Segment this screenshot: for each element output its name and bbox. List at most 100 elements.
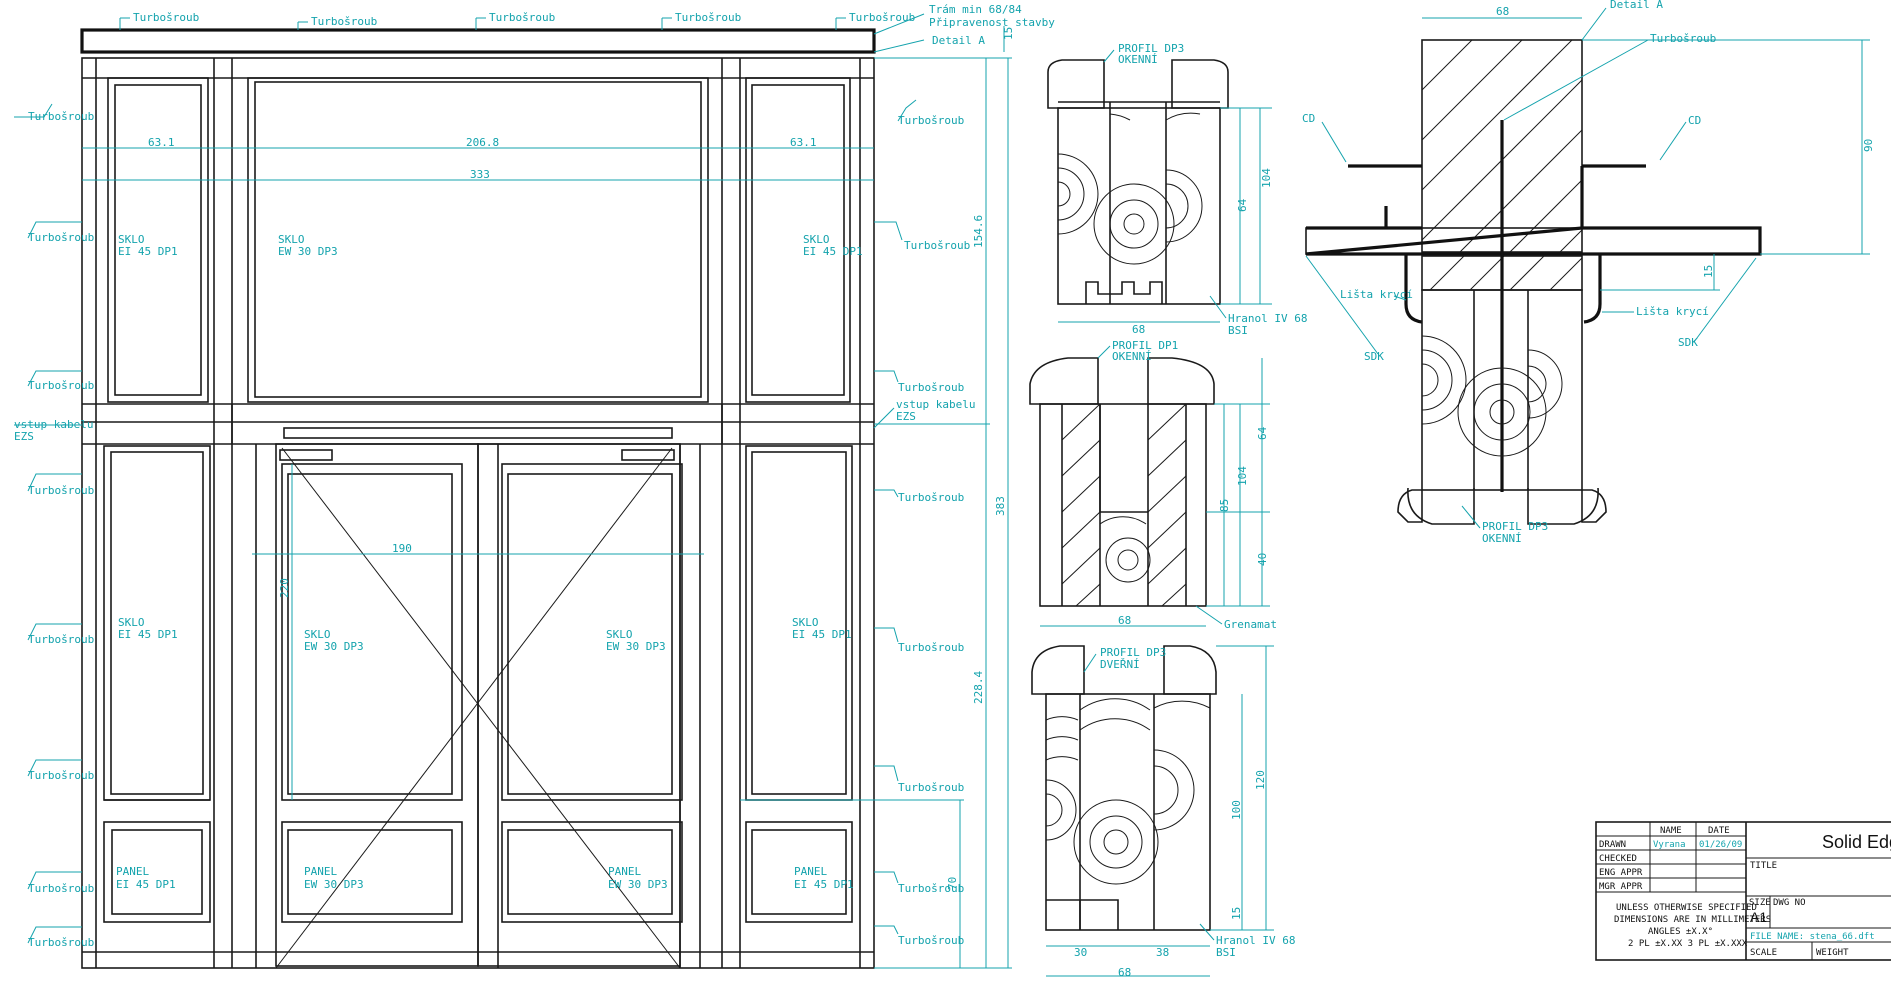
p3-dim-100: 100 [1230, 800, 1243, 820]
dim-15-top: 15 [1002, 27, 1015, 40]
detail-a-texts: 68 90 15 Detail A Turbošroub CD CD Lišta… [1302, 0, 1875, 545]
label-turbosroub-2: Turbošroub [311, 15, 377, 28]
label-sklo-lr-sub: EI 45 DP1 [792, 628, 852, 641]
dt-label-profil: PROFIL DP3 [1482, 520, 1548, 533]
tb-dwg-lbl: DWG NO [1773, 898, 1806, 908]
outer-frame [81, 57, 875, 969]
title-block [1595, 821, 1891, 961]
label-turbosroub-r5: Turbošroub [898, 641, 964, 654]
p3-label-dverni: DVEŘNÍ [1100, 658, 1140, 671]
label-turbosroub-3: Turbošroub [489, 11, 555, 24]
tb-name-hdr: NAME [1660, 826, 1682, 836]
label-turbosroub-r7: Turbošroub [898, 882, 964, 895]
label-turbosroub-r3: Turbošroub [898, 381, 964, 394]
label-turbosroub-l5: Turbošroub [28, 633, 94, 646]
front-elevation [80, 28, 876, 969]
label-sklo-lr: SKLO [792, 616, 819, 629]
tb-drawn: DRAWN [1599, 840, 1626, 850]
dim-631-right: 63.1 [790, 136, 817, 149]
p3-label-bsi: BSI [1216, 946, 1236, 959]
tb-weight-lbl: WEIGHT [1816, 948, 1849, 958]
dt-label-cd-left: CD [1302, 112, 1315, 125]
p3-dim-120: 120 [1254, 770, 1267, 790]
label-sklo-uc: SKLO [278, 233, 305, 246]
dt-label-okenni: OKENNÍ [1482, 532, 1522, 545]
p2-dim-64: 64 [1256, 426, 1269, 440]
dim-333: 333 [470, 168, 490, 181]
p1-label-hranol: Hranol IV 68 [1228, 312, 1307, 325]
p2-label-profil: PROFIL DP1 [1112, 339, 1178, 352]
label-turbosroub-5: Turbošroub [849, 11, 915, 24]
tb-note-2: DIMENSIONS ARE IN MILLIMETERS [1614, 915, 1771, 925]
tb-checked: CHECKED [1599, 854, 1637, 864]
label-turbosroub-l7: Turbošroub [28, 882, 94, 895]
label-panel-ld: PANEL [304, 865, 337, 878]
label-sklo-rd: SKLO [606, 628, 633, 641]
p3-dim-38: 38 [1156, 946, 1169, 959]
label-panel-r-sub: EI 45 DP1 [794, 878, 854, 891]
dt-dim-15: 15 [1702, 265, 1715, 278]
dt-label-cd-right: CD [1688, 114, 1701, 127]
label-turbosroub-r8: Turbošroub [898, 934, 964, 947]
dim-631-left: 63.1 [148, 136, 175, 149]
p2-dim-40: 40 [1256, 553, 1269, 566]
tb-file-name: FILE NAME: stena_66.dft [1750, 932, 1875, 942]
top-beam [80, 28, 876, 54]
label-turbosroub-l6: Turbošroub [28, 769, 94, 782]
tb-date-hdr: DATE [1708, 826, 1730, 836]
label-panel-rd-sub: EW 30 DP3 [608, 878, 668, 891]
p1-dim-68: 68 [1132, 323, 1145, 336]
profile-1-texts: 68 64 104 PROFIL DP3 OKENNÍ Hranol IV 68… [1103, 42, 1307, 337]
label-turbosroub-r4: Turbošroub [898, 491, 964, 504]
p2-label-okenni: OKENNÍ [1112, 350, 1152, 363]
dim-383: 383 [994, 496, 1007, 516]
label-vstup-kabelu-right: vstup kabelu [896, 398, 975, 411]
label-turbosroub-4: Turbošroub [675, 11, 741, 24]
label-panel-l-sub: EI 45 DP1 [116, 878, 176, 891]
tb-drawn-name: Vyrana [1653, 840, 1686, 850]
p1-label-bsi: BSI [1228, 324, 1248, 337]
label-turbosroub-r1: Turbošroub [898, 114, 964, 127]
label-sklo-ll: SKLO [118, 616, 145, 629]
front-label-leaders [14, 99, 917, 944]
dim-2068: 206.8 [466, 136, 499, 149]
p3-label-profil: PROFIL DP3 [1100, 646, 1166, 659]
p1-label-okenni: OKENNÍ [1118, 53, 1158, 66]
dim-1546: 154.6 [972, 215, 985, 248]
dim-220: 220 [278, 578, 291, 598]
label-sklo-ld-sub: EW 30 DP3 [304, 640, 364, 653]
tb-company: Solid Edge [1822, 832, 1891, 852]
tb-mgr-appr: MGR APPR [1599, 882, 1643, 892]
tb-scale-lbl: SCALE [1750, 948, 1777, 958]
label-sklo-ul-sub: EI 45 DP1 [118, 245, 178, 258]
dim-70: 70 [946, 877, 959, 890]
profile-dp3-dverni [1031, 645, 1274, 977]
label-ezs-right: EZS [896, 410, 916, 423]
label-panel-l: PANEL [116, 865, 149, 878]
dt-label-sdk-right: SDK [1678, 336, 1698, 349]
p3-label-hranol: Hranol IV 68 [1216, 934, 1295, 947]
front-dimension-texts: 63.1 206.8 63.1 333 190 220 15 154.6 383… [148, 27, 1015, 890]
p2-dim-104: 104 [1236, 466, 1249, 486]
p3-dim-30: 30 [1074, 946, 1087, 959]
p1-label-profil: PROFIL DP3 [1118, 42, 1184, 55]
dt-dim-68: 68 [1496, 5, 1509, 18]
label-turbosroub-r6: Turbošroub [898, 781, 964, 794]
label-turbosroub-l2: Turbošroub [28, 231, 94, 244]
dt-label-lista-right: Lišta krycí [1636, 305, 1709, 318]
tb-size-lbl: SIZE [1749, 898, 1771, 908]
dt-label-sdk-left: SDK [1364, 350, 1384, 363]
p2-label-grenamat: Grenamat [1224, 618, 1277, 631]
profile-dp1-okenni [1029, 357, 1270, 627]
dt-dim-90: 90 [1862, 139, 1875, 152]
tb-title-lbl: TITLE [1750, 861, 1777, 871]
p1-dim-64: 64 [1236, 198, 1249, 212]
p2-dim-85: 85 [1218, 499, 1231, 512]
label-turbosroub-1: Turbošroub [133, 11, 199, 24]
label-detail-a: Detail A [932, 34, 985, 47]
label-sklo-ll-sub: EI 45 DP1 [118, 628, 178, 641]
p1-dim-104: 104 [1260, 168, 1273, 188]
detail-a [1305, 17, 1870, 525]
tb-size-val: A1 [1750, 909, 1767, 925]
p2-dim-68: 68 [1118, 614, 1131, 627]
